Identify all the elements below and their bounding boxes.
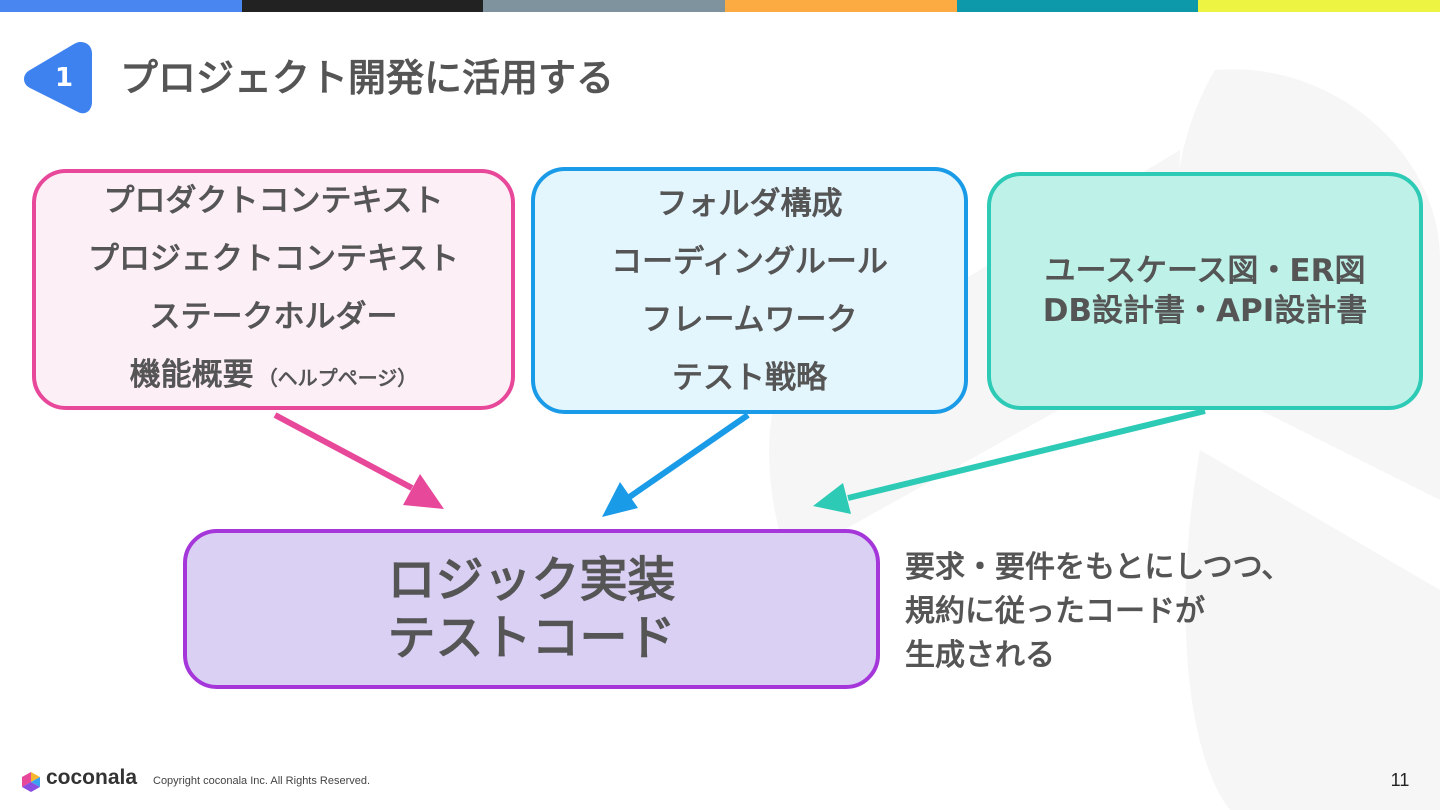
topbar-segment <box>0 0 242 12</box>
coconala-logo-icon <box>22 772 40 792</box>
output-line: テストコード <box>387 610 676 666</box>
topbar-segment <box>725 0 957 12</box>
box-line-with-note: 機能概要（ヘルプページ） <box>130 346 418 407</box>
arrow-teal <box>813 408 1206 514</box>
page-title: プロジェクト開発に活用する <box>120 56 615 100</box>
box-line: ユースケース図・ER図 <box>1044 253 1366 289</box>
output-box: ロジック実装 テストコード <box>183 529 880 689</box>
brand-name: coconala <box>46 766 138 789</box>
output-line: ロジック実装 <box>387 552 676 608</box>
box-line: 機能概要 <box>129 357 254 393</box>
box-line-note: （ヘルプページ） <box>257 366 418 390</box>
arrow-blue <box>602 412 750 517</box>
box-line: DB設計書・API設計書 <box>1042 293 1368 329</box>
section-badge-icon <box>24 42 92 114</box>
description-line: 要求・要件をもとにしつつ、 <box>905 550 1292 585</box>
topbar-segment <box>242 0 483 12</box>
box-line: フレームワーク <box>641 301 858 338</box>
design-docs-box: ユースケース図・ER図 DB設計書・API設計書 <box>987 172 1423 410</box>
box-line: フォルダ構成 <box>656 185 843 222</box>
top-color-bar <box>0 0 1440 12</box>
topbar-segment <box>957 0 1198 12</box>
product-context-box: プロダクトコンテキスト プロジェクトコンテキスト ステークホルダー 機能概要（ヘ… <box>32 169 515 410</box>
page-number: 11 <box>1390 770 1410 790</box>
description-text: 要求・要件をもとにしつつ、 規約に従ったコードが 生成される <box>905 546 1291 678</box>
description-line: 生成される <box>905 638 1055 673</box>
box-line: プロジェクトコンテキスト <box>87 241 460 277</box>
box-line: テスト戦略 <box>672 359 827 396</box>
box-line: プロダクトコンテキスト <box>103 183 444 219</box>
coding-rules-box: フォルダ構成 コーディングルール フレームワーク テスト戦略 <box>531 167 968 414</box>
box-line: ステークホルダー <box>149 299 398 335</box>
topbar-segment <box>483 0 725 12</box>
section-number: 1 <box>54 63 74 93</box>
description-line: 規約に従ったコードが <box>905 594 1205 629</box>
box-line: コーディングルール <box>611 243 888 280</box>
topbar-segment <box>1198 0 1440 12</box>
copyright: Copyright coconala Inc. All Rights Reser… <box>153 775 371 787</box>
arrow-pink <box>273 412 444 509</box>
